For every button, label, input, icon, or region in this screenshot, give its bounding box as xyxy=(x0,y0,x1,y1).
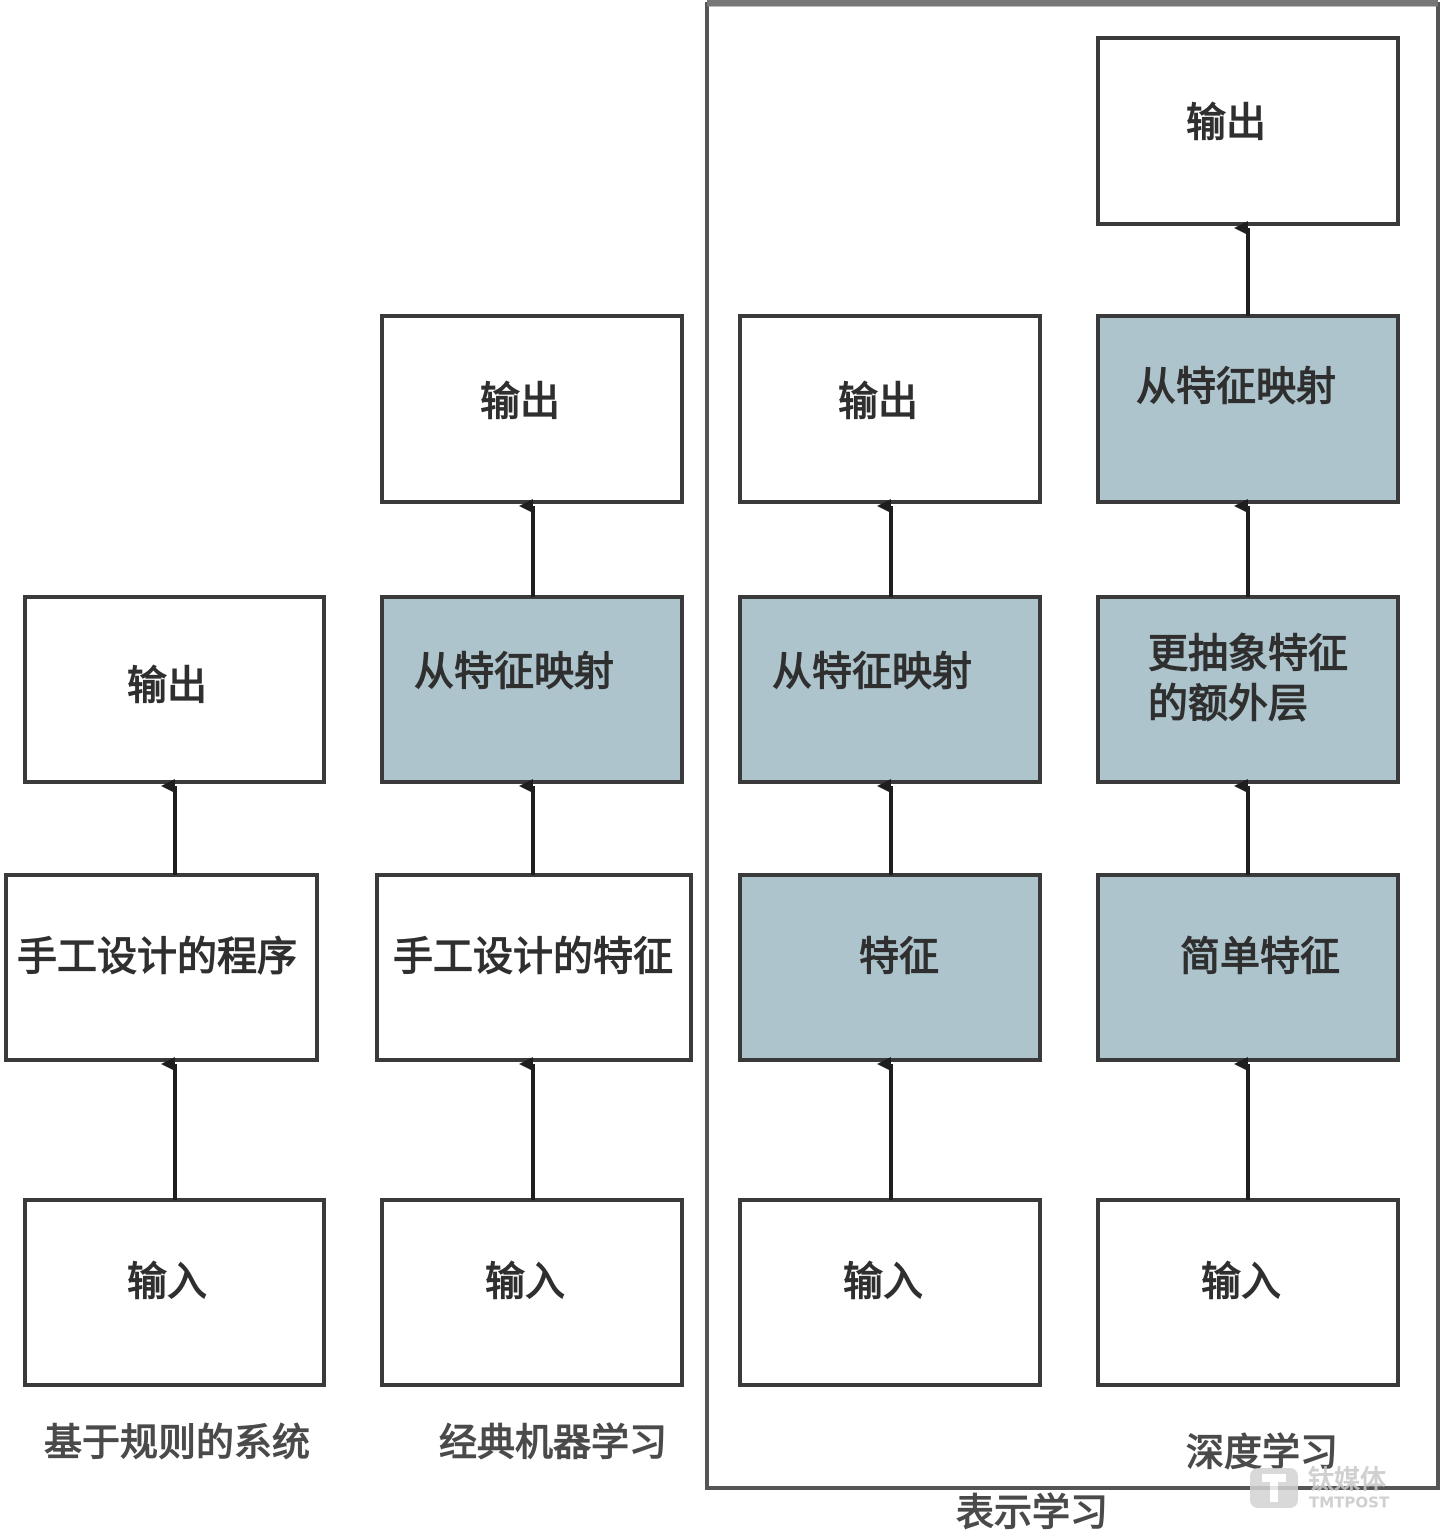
feature-mapping-box xyxy=(1096,314,1400,504)
column-rule-based: 输出 手工设计的程序 输入 基于规则的系统 xyxy=(4,595,326,1465)
output-box xyxy=(23,595,326,784)
output-label: 输出 xyxy=(127,662,207,709)
input-label: 输入 xyxy=(843,1258,923,1305)
input-box xyxy=(1096,1198,1400,1387)
output-box xyxy=(738,314,1042,504)
column-caption: 深度学习 xyxy=(1186,1430,1338,1475)
output-label: 输出 xyxy=(480,378,560,425)
output-label: 输出 xyxy=(1186,99,1266,146)
features-label: 特征 xyxy=(859,933,939,980)
feature-mapping-label: 从特征映射 xyxy=(772,648,972,695)
abstract-feature-layers-label-line2: 的额外层 xyxy=(1148,680,1308,727)
input-label: 输入 xyxy=(1201,1258,1281,1305)
handcrafted-program-label: 手工设计的程序 xyxy=(17,933,297,980)
column-classic-ml: 输出 从特征映射 手工设计的特征 输入 经典机器学习 xyxy=(375,314,693,1465)
watermark-en: TMTPOST xyxy=(1309,1494,1390,1512)
column-caption: 基于规则的系统 xyxy=(44,1420,310,1465)
abstract-feature-layers-label-line1: 更抽象特征 xyxy=(1148,630,1348,677)
input-box xyxy=(738,1198,1042,1387)
input-label: 输入 xyxy=(127,1258,207,1305)
input-label: 输入 xyxy=(485,1258,565,1305)
watermark-cn: 钛媒体 xyxy=(1308,1466,1387,1496)
input-box xyxy=(23,1198,326,1387)
input-box xyxy=(380,1198,684,1387)
handcrafted-features-label: 手工设计的特征 xyxy=(393,933,673,980)
output-label: 输出 xyxy=(838,378,918,425)
feature-mapping-label: 从特征映射 xyxy=(1136,363,1336,410)
column-representation-learning: 输出 从特征映射 特征 输入 xyxy=(738,314,1042,1387)
column-caption: 经典机器学习 xyxy=(439,1420,667,1465)
handcrafted-features-box xyxy=(375,873,693,1062)
output-box xyxy=(1096,36,1400,226)
simple-features-label: 简单特征 xyxy=(1180,933,1340,980)
handcrafted-program-box xyxy=(4,873,319,1062)
tmtpost-watermark: 钛媒体 TMTPOST xyxy=(1250,1466,1390,1512)
feature-mapping-label: 从特征映射 xyxy=(414,648,614,695)
column-deep-learning: 输出 从特征映射 更抽象特征 的额外层 简单特征 输入 深度学习 xyxy=(1096,36,1400,1475)
representation-learning-caption: 表示学习 xyxy=(956,1490,1108,1535)
abstract-feature-layers-box xyxy=(1096,595,1400,784)
feature-mapping-box xyxy=(380,595,684,784)
simple-features-box xyxy=(1096,873,1400,1062)
